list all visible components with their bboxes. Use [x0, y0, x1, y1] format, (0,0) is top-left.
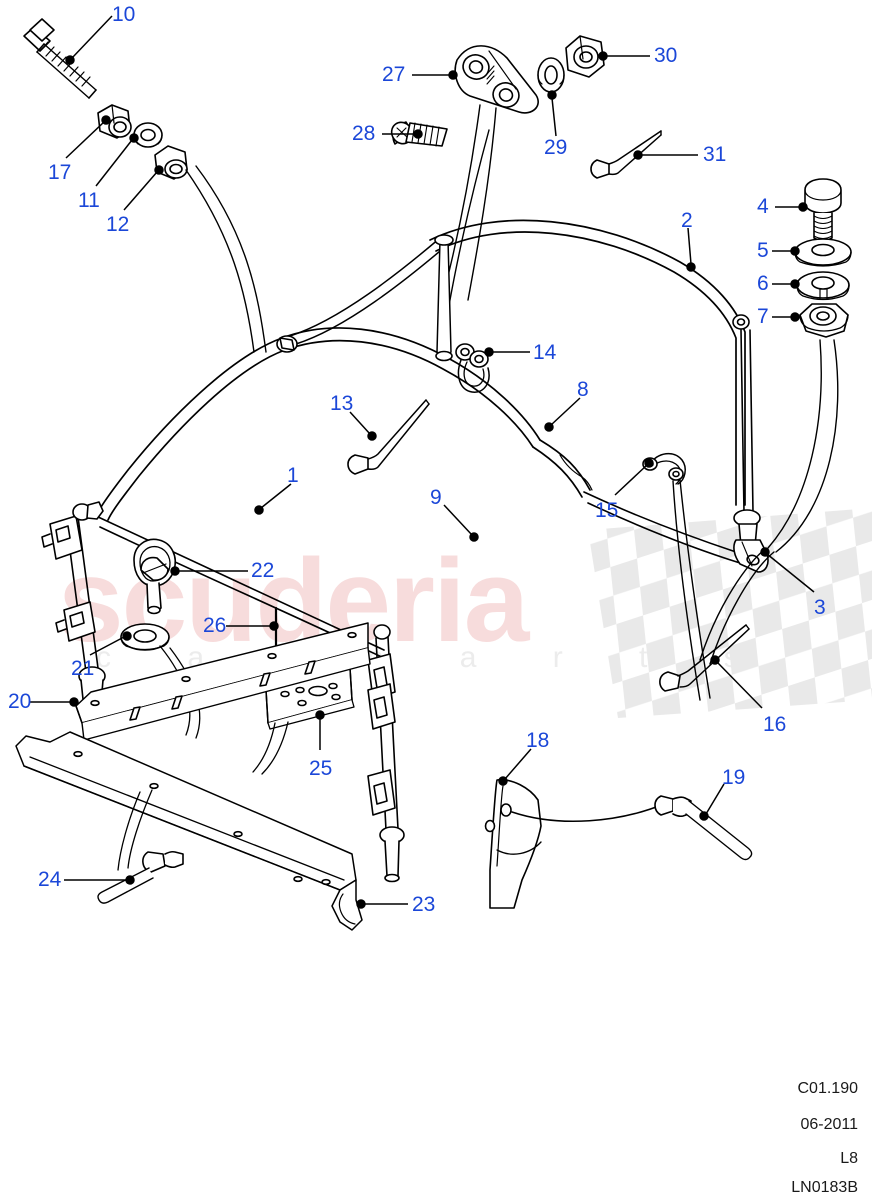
part-31-pop-rivet	[590, 130, 662, 179]
callout-30[interactable]: 30	[654, 44, 678, 67]
part-21-flat-washer	[120, 623, 170, 651]
part-8-side-rail	[532, 439, 593, 498]
part-11-washer	[133, 122, 163, 148]
callout-13[interactable]: 13	[330, 392, 354, 415]
part-4-hex-bolt	[804, 178, 842, 242]
callout-26[interactable]: 26	[203, 614, 227, 637]
part-19-pop-rivet	[654, 795, 753, 861]
callout-27[interactable]: 27	[382, 63, 406, 86]
callout-5[interactable]: 5	[757, 239, 769, 262]
part-30-lock-nut	[565, 35, 605, 78]
callout-20[interactable]: 20	[8, 690, 32, 713]
part-5-washer	[794, 238, 852, 267]
part-23-lower-channel	[15, 731, 363, 931]
callout-23[interactable]: 23	[412, 893, 436, 916]
callout-15[interactable]: 15	[595, 499, 619, 522]
callout-22[interactable]: 22	[251, 559, 275, 582]
callout-31[interactable]: 31	[703, 143, 727, 166]
part-29-washer	[537, 57, 565, 93]
callout-29[interactable]: 29	[544, 136, 568, 159]
part-27-double-eye-bracket	[454, 45, 539, 114]
callout-10[interactable]: 10	[112, 3, 136, 26]
callout-17[interactable]: 17	[48, 161, 72, 184]
part-17-lock-nut	[97, 104, 132, 139]
rear-bow-right-knuckle	[732, 314, 750, 330]
callout-9[interactable]: 9	[430, 486, 442, 509]
right-vertical-leg	[733, 329, 769, 573]
callout-7[interactable]: 7	[757, 305, 769, 328]
callout-12[interactable]: 12	[106, 213, 130, 236]
callout-28[interactable]: 28	[352, 122, 376, 145]
callout-16[interactable]: 16	[763, 713, 787, 736]
callout-24[interactable]: 24	[38, 868, 62, 891]
callout-18[interactable]: 18	[526, 729, 550, 752]
part-15-curved-bracket	[642, 452, 711, 701]
center-vertical-strut	[434, 234, 454, 362]
callout-4[interactable]: 4	[757, 195, 769, 218]
part-20-upper-channel	[75, 622, 371, 741]
footer-section-code: C01.190	[797, 1080, 859, 1097]
callout-14[interactable]: 14	[533, 341, 557, 364]
callout-6[interactable]: 6	[757, 272, 769, 295]
front-bow-left-knuckle	[276, 335, 298, 353]
callout-21[interactable]: 21	[71, 657, 95, 680]
callout-19[interactable]: 19	[722, 766, 746, 789]
callout-25[interactable]: 25	[309, 757, 333, 780]
part-14-d-ring	[455, 343, 490, 393]
part-24-pop-rivet	[97, 850, 184, 904]
rear-upper-rail	[583, 491, 741, 564]
part-2-rear-bow	[429, 219, 746, 506]
part-10-long-bolt	[23, 18, 97, 99]
top-diagonal-rail	[289, 237, 447, 345]
part-28-pan-head-screw	[390, 121, 448, 147]
callout-2[interactable]: 2	[681, 209, 693, 232]
callout-3[interactable]: 3	[814, 596, 826, 619]
footer-drawing-number: LN0183B	[791, 1179, 858, 1196]
inner-right-leg	[367, 624, 405, 883]
callout-11[interactable]: 11	[78, 189, 100, 212]
footer-model-code: L8	[840, 1150, 858, 1167]
footer-revision-date: 06-2011	[800, 1116, 858, 1133]
part-22-ring-pull	[133, 538, 176, 615]
part-16-pop-rivet	[659, 624, 750, 692]
part-13-pop-rivet	[347, 399, 430, 475]
part-6-spring-washer	[796, 271, 850, 301]
part-18-gusset-plate	[484, 778, 542, 909]
callout-1[interactable]: 1	[287, 464, 299, 487]
part-7-hex-nut	[799, 303, 849, 338]
callout-8[interactable]: 8	[577, 378, 589, 401]
